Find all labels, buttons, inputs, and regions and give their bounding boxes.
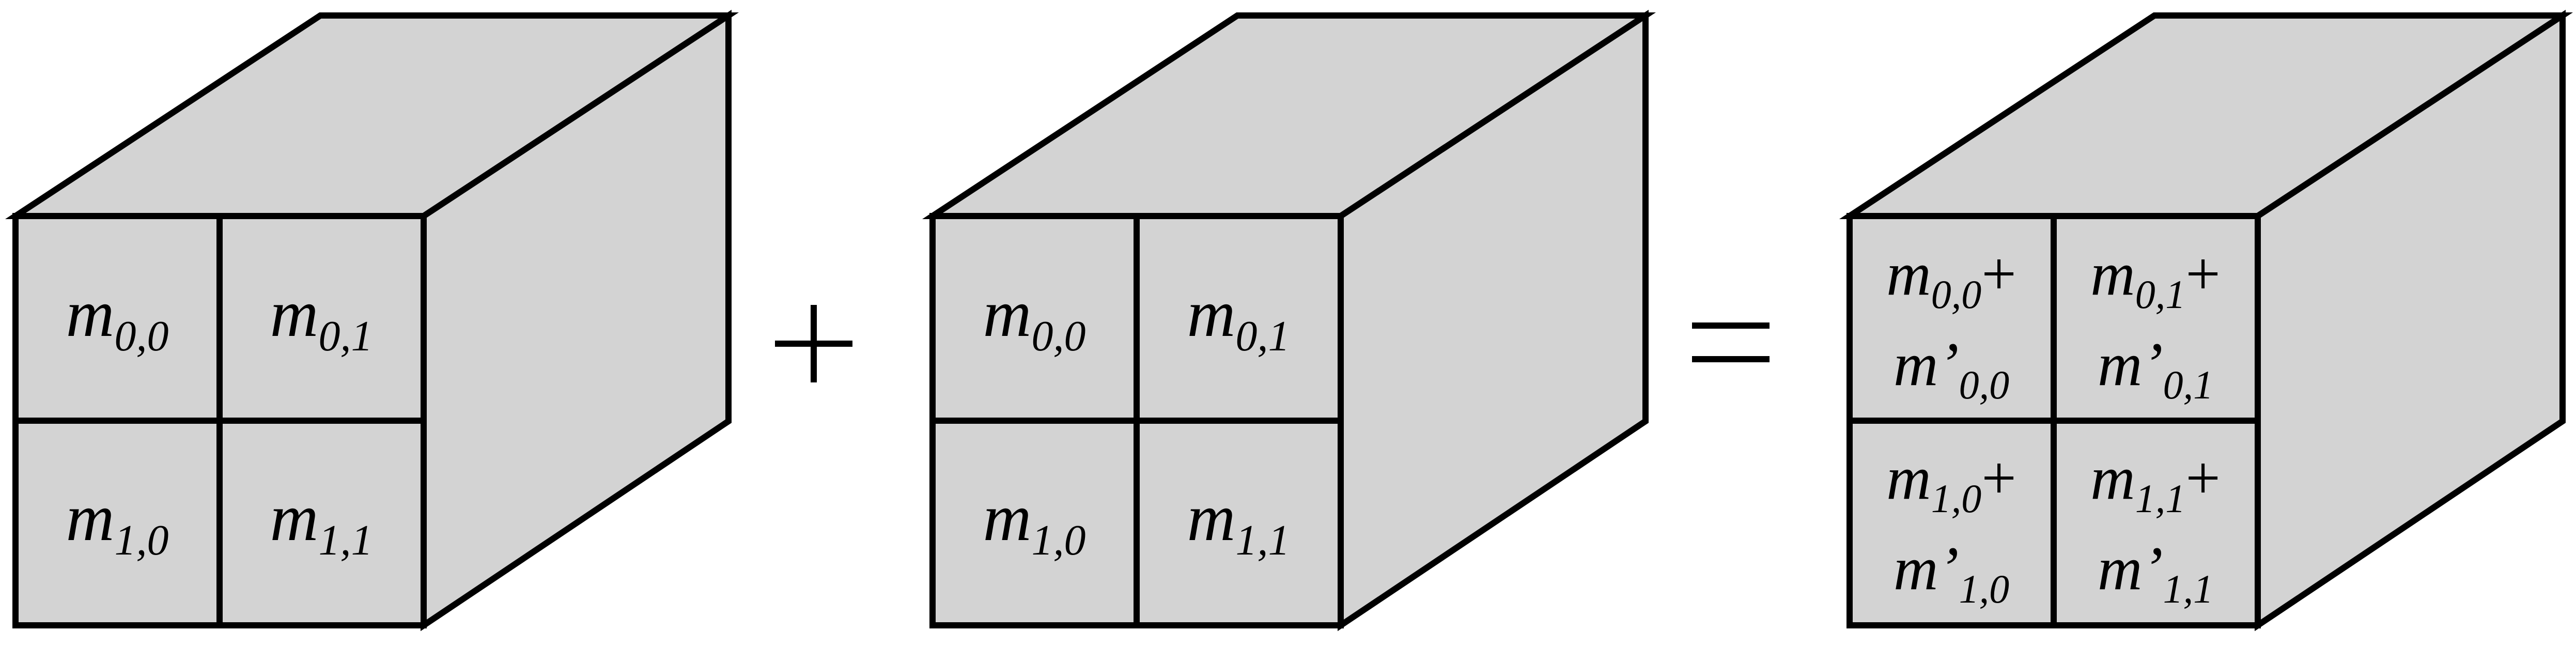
cell-base: m [1894, 534, 1938, 603]
result-cell-line1: m0,1+ [2090, 239, 2221, 317]
result-cell-line1: m0,0+ [1886, 239, 2016, 317]
cell-subscript: 0,0 [1031, 312, 1085, 360]
result-cell-1-1: m1,1+ m’1,1 [2090, 443, 2221, 611]
cell-plus: + [1981, 443, 2016, 512]
cell-prime: ’ [2143, 330, 2163, 398]
result-cell-0-1: m0,1+ m’0,1 [2090, 239, 2221, 407]
cell-base: m [1886, 443, 1931, 512]
cell-base: m [1894, 330, 1938, 398]
plus-operator: + [775, 305, 852, 382]
cube-result: m0,0+ m’0,0 m0,1+ m’0,1 m1,0+ m’1,0 [1839, 9, 2573, 632]
cell-subscript: 0,0 [1959, 362, 2010, 407]
cell-base: m [66, 481, 115, 555]
cell-subscript: 1,1 [1235, 516, 1290, 564]
cell-m-0-0: m0,0 [66, 276, 169, 360]
cell-base: m [1187, 481, 1236, 555]
cell-prime: ’ [1938, 330, 1959, 398]
cell-base: m [2090, 443, 2135, 512]
cell-subscript: 1,0 [1031, 516, 1085, 564]
cell-m-1-0: m1,0 [66, 481, 169, 564]
cell-subscript: 0,1 [1235, 312, 1290, 360]
cell-plus: + [2185, 443, 2221, 512]
cell-subscript: 1,0 [1931, 476, 1982, 521]
cube-left: m0,0 m0,1 m1,0 m1,1 [5, 9, 739, 632]
cell-subscript: 0,0 [1931, 272, 1982, 317]
cell-base: m [2098, 330, 2143, 398]
cell-base: m [270, 481, 319, 555]
cell-base: m [2090, 239, 2135, 308]
cell-base: m [983, 276, 1032, 351]
equals-operator: = [1692, 322, 1770, 362]
cell-base: m [66, 276, 115, 351]
cell-subscript: 1,1 [2163, 566, 2214, 611]
result-cell-line2: m’0,1 [2098, 330, 2213, 407]
result-cell-1-0: m1,0+ m’1,0 [1886, 443, 2016, 611]
cell-subscript: 1,1 [318, 516, 373, 564]
cell-prime: ’ [1938, 534, 1959, 603]
cell-base: m [983, 481, 1032, 555]
cell-base: m [1886, 239, 1931, 308]
cell-base: m [2098, 534, 2143, 603]
cell-m-0-1: m0,1 [1187, 276, 1290, 360]
cell-subscript: 0,1 [2135, 272, 2186, 317]
cell-plus: + [1981, 239, 2016, 308]
cell-base: m [270, 276, 319, 351]
cell-subscript: 1,1 [2135, 476, 2186, 521]
result-cell-line2: m’1,0 [1894, 534, 2009, 611]
cell-subscript: 1,0 [1959, 566, 2010, 611]
cell-subscript: 1,0 [114, 516, 168, 564]
cell-subscript: 0,1 [318, 312, 373, 360]
cube-middle: m0,0 m0,1 m1,0 m1,1 [922, 9, 1656, 632]
result-cell-line1: m1,1+ [2090, 443, 2221, 521]
cell-plus: + [2185, 239, 2221, 308]
result-cell-line2: m’1,1 [2098, 534, 2213, 611]
cell-subscript: 0,1 [2163, 362, 2214, 407]
cell-m-0-0: m0,0 [983, 276, 1086, 360]
result-cell-line1: m1,0+ [1886, 443, 2016, 521]
cell-m-0-1: m0,1 [270, 276, 373, 360]
cell-m-1-1: m1,1 [270, 481, 373, 564]
cell-subscript: 0,0 [114, 312, 168, 360]
result-cell-0-0: m0,0+ m’0,0 [1886, 239, 2016, 407]
cell-base: m [1187, 276, 1236, 351]
cell-m-1-1: m1,1 [1187, 481, 1290, 564]
result-cell-line2: m’0,0 [1894, 330, 2009, 407]
cell-prime: ’ [2143, 534, 2163, 603]
cell-m-1-0: m1,0 [983, 481, 1086, 564]
